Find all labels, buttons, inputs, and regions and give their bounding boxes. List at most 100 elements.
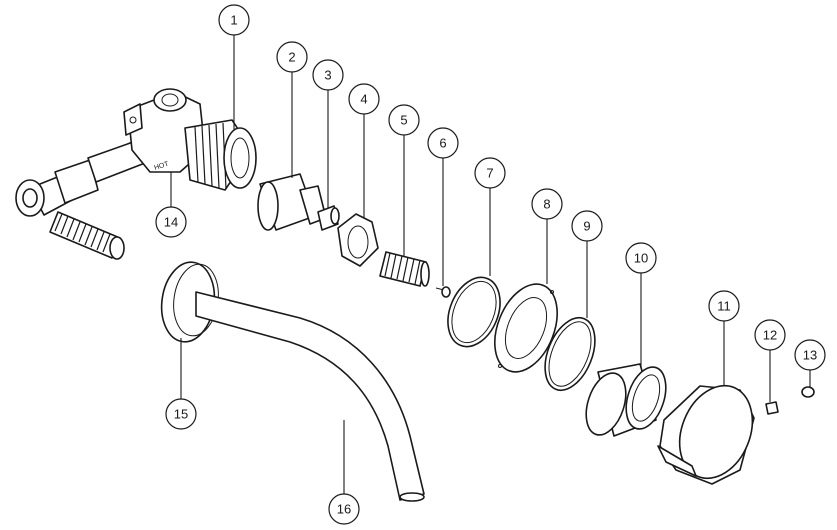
o-ring — [447, 276, 501, 348]
callout-number: 2 — [288, 50, 295, 65]
handle — [657, 384, 755, 485]
screw — [435, 286, 451, 298]
callout-circle — [348, 83, 380, 115]
callout-circle — [708, 290, 740, 322]
callout-circle — [218, 4, 250, 36]
handle-face — [678, 384, 754, 480]
callout-7: 7 — [474, 157, 506, 276]
callout-13: 13 — [794, 339, 826, 387]
hot-marking: HOT — [153, 160, 170, 171]
mounting-lug-hole — [129, 116, 137, 124]
callout-number: 13 — [803, 348, 817, 363]
mounting-plate — [494, 283, 558, 373]
spindle-extension-end — [420, 261, 430, 287]
callout-circle — [312, 59, 344, 91]
bonnet-nut-bore — [347, 225, 369, 259]
callout-number: 3 — [324, 68, 331, 83]
spindle — [317, 205, 340, 231]
bonnet-nut-hex — [337, 213, 379, 267]
cap-body — [801, 386, 815, 398]
spout — [195, 291, 425, 502]
spindle-extension — [379, 251, 430, 287]
handle-sleeve — [585, 363, 667, 437]
callout-9: 9 — [571, 210, 603, 318]
mounting-plate-hole — [550, 290, 554, 294]
callout-number: 15 — [174, 407, 188, 422]
callout-circle — [794, 339, 826, 371]
cap — [801, 386, 815, 398]
seal-ring — [544, 317, 596, 391]
callout-circle — [474, 157, 506, 189]
callout-1: 1 — [218, 4, 250, 130]
spout-tube — [195, 291, 425, 501]
callout-circle — [754, 319, 786, 351]
callout-circle — [388, 104, 420, 136]
callout-circle — [155, 206, 187, 238]
spindle-tip — [330, 207, 340, 225]
seal-ring-outer — [544, 317, 596, 391]
cartridge-base — [257, 181, 279, 231]
callout-8: 8 — [531, 188, 563, 284]
callout-4: 4 — [348, 83, 380, 218]
callout-number: 9 — [583, 219, 590, 234]
callout-circle — [571, 210, 603, 242]
seal-ring-inner — [548, 321, 592, 387]
inlet-hex-nut — [54, 159, 99, 204]
mounting-plate-inner — [504, 297, 548, 359]
callout-number: 11 — [717, 299, 731, 314]
handle-sleeve-front — [625, 366, 667, 430]
callout-number: 7 — [486, 166, 493, 181]
spout-flange — [160, 261, 219, 343]
mounting-plate-outer — [494, 283, 558, 373]
grub-screw-body — [765, 401, 779, 415]
callout-circle — [165, 398, 197, 430]
mounting-plate-hole — [498, 364, 502, 368]
cartridge-housing-mouth — [223, 127, 257, 189]
callout-number: 14 — [164, 215, 178, 230]
callout-circle — [531, 188, 563, 220]
screw-head — [441, 286, 451, 298]
cartridge — [257, 173, 327, 231]
o-ring-inner — [451, 280, 497, 344]
callout-circle — [625, 242, 657, 274]
callout-14: 14 — [155, 172, 187, 238]
threaded-inlet-pipe-end — [109, 236, 125, 260]
bonnet-nut — [337, 213, 379, 267]
callout-number: 1 — [230, 13, 237, 28]
callout-number: 6 — [439, 136, 446, 151]
threaded-inlet-pipe — [49, 211, 121, 259]
callout-circle — [328, 493, 360, 525]
handle-sleeve-bore — [631, 374, 661, 422]
spout-outlet — [399, 492, 425, 502]
mounting-lug — [123, 103, 143, 136]
callout-number: 4 — [360, 92, 367, 107]
callout-2: 2 — [276, 41, 308, 178]
top-port — [153, 88, 187, 112]
callout-5: 5 — [388, 104, 420, 256]
callout-number: 12 — [763, 328, 777, 343]
valve-body: HOT — [15, 88, 257, 260]
inlet-port-bore — [22, 188, 38, 208]
callout-circle — [276, 41, 308, 73]
callout-12: 12 — [754, 319, 786, 402]
handle-sleeve-back — [585, 372, 627, 436]
callout-number: 5 — [400, 113, 407, 128]
callout-circle — [427, 127, 459, 159]
spindle-extension-splines — [384, 252, 421, 285]
callout-3: 3 — [312, 59, 344, 208]
cartridge-housing-bore — [230, 137, 250, 179]
grub-screw — [765, 401, 779, 415]
top-port-bore — [161, 93, 179, 107]
callout-number: 10 — [634, 251, 648, 266]
callout-11: 11 — [708, 290, 740, 386]
callout-10: 10 — [625, 242, 657, 368]
callout-number: 8 — [543, 197, 550, 212]
handle-lever — [657, 445, 697, 477]
callout-15: 15 — [165, 338, 197, 430]
callout-number: 16 — [337, 502, 351, 517]
threaded-inlet-pipe-threads — [54, 213, 111, 253]
callout-16: 16 — [328, 420, 360, 525]
